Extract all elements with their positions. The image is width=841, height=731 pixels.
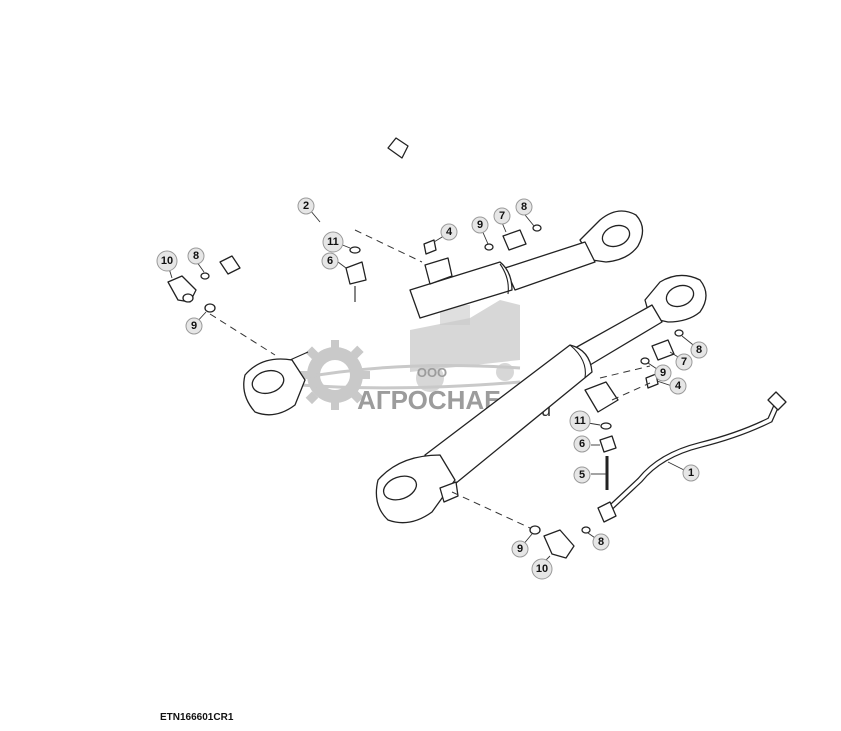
callout-9-lower-left: 9 <box>511 540 529 558</box>
lower-cylinder <box>375 274 707 524</box>
callout-label: 9 <box>660 367 666 379</box>
hydraulic-pipe-1 <box>597 391 787 523</box>
lower-fittings <box>451 329 684 559</box>
callout-label: 6 <box>327 255 333 267</box>
upper-cylinder-base-eye <box>243 351 309 416</box>
callout-label: 4 <box>675 380 682 392</box>
callout-label: 8 <box>521 201 527 213</box>
watermark-prefix: ООО <box>417 365 447 380</box>
callout-10-upper: 10 <box>156 250 178 272</box>
callout-label: 11 <box>327 236 339 248</box>
callout-4-lower: 4 <box>669 377 687 395</box>
upper-fittings <box>167 224 542 356</box>
watermark-name: АГРОСНАБ <box>357 385 503 415</box>
upper-cylinder <box>409 210 644 319</box>
callout-label: 11 <box>574 415 586 427</box>
callout-2: 2 <box>297 197 315 215</box>
callout-11-upper: 11 <box>322 231 344 253</box>
callout-9-upper-right: 9 <box>471 216 489 234</box>
callout-9-lower-right: 9 <box>654 364 672 382</box>
callout-6-upper: 6 <box>321 252 339 270</box>
callout-9-upper-left: 9 <box>185 317 203 335</box>
callout-label: 2 <box>303 200 309 212</box>
callout-8-upper-right: 8 <box>515 198 533 216</box>
callout-7-upper: 7 <box>493 207 511 225</box>
callout-label: 5 <box>579 469 585 481</box>
callout-11-lower: 11 <box>569 410 591 432</box>
watermark-gear-icon <box>300 340 370 410</box>
callout-5: 5 <box>573 466 591 484</box>
callout-label: 8 <box>193 250 199 262</box>
callout-label: 10 <box>536 563 548 575</box>
callout-label: 4 <box>446 226 453 238</box>
figure-id: ETN166601CR1 <box>160 712 234 723</box>
callout-label: 6 <box>579 438 585 450</box>
callout-10-lower: 10 <box>531 558 553 580</box>
callout-8-lower-right: 8 <box>690 341 708 359</box>
callout-8-lower-left: 8 <box>592 533 610 551</box>
callout-label: 1 <box>688 467 694 479</box>
callout-label: 9 <box>477 219 483 231</box>
callout-label: 8 <box>598 536 604 548</box>
callout-label: 9 <box>191 320 197 332</box>
callout-label: 10 <box>161 255 173 267</box>
callout-4-upper: 4 <box>440 223 458 241</box>
callout-label: 9 <box>517 543 523 555</box>
callout-8-upper-left: 8 <box>187 247 205 265</box>
callout-1: 1 <box>682 464 700 482</box>
callout-label: 7 <box>681 356 687 368</box>
callout-6-lower: 6 <box>573 435 591 453</box>
callout-label: 7 <box>499 210 505 222</box>
callout-7-lower: 7 <box>675 353 693 371</box>
callout-label: 8 <box>696 344 702 356</box>
